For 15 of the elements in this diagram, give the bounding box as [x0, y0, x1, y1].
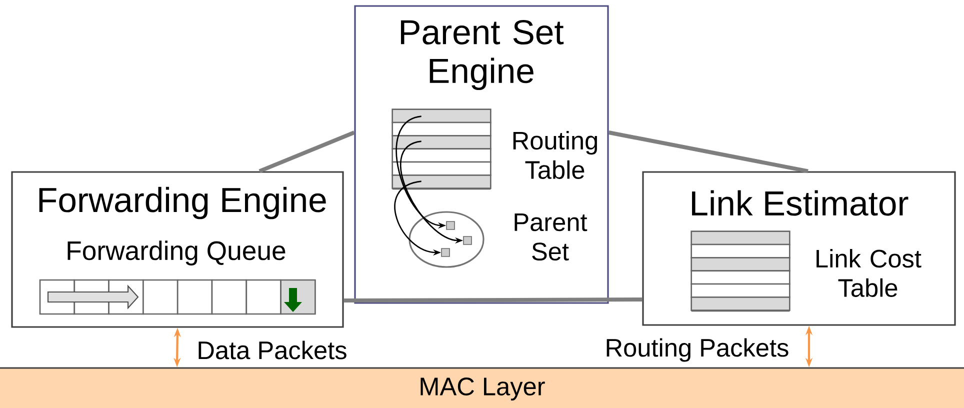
entry-square [463, 236, 472, 245]
entry-square [446, 221, 455, 230]
edge-label: Data Packets [195, 339, 349, 361]
table-drawing [690, 230, 790, 312]
table-label: Parent Set [514, 214, 588, 261]
entry-square [441, 248, 450, 257]
layer-bar: MAC Layer [0, 367, 964, 408]
table-label: Link Cost Table [816, 249, 922, 297]
table-label: Routing Table [513, 131, 597, 179]
connector-line [258, 130, 355, 174]
edge-label: Routing Packets [603, 336, 791, 364]
table-drawing [392, 108, 492, 190]
connector-line [344, 298, 642, 302]
connector-line [608, 130, 808, 174]
set-ellipse [408, 211, 484, 268]
